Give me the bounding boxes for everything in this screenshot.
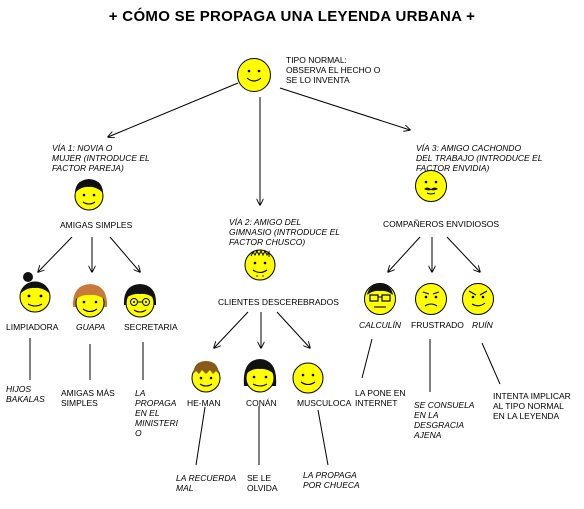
member-note: SE LE OLVIDA [247, 473, 278, 493]
line-heman-note [195, 406, 206, 466]
conan-face-icon [243, 359, 277, 393]
path3-label: VÍA 3: AMIGO CACHONDO DEL TRABAJO (INTRO… [416, 143, 543, 173]
smiley-face-icon [237, 58, 271, 92]
member-name: CALCULÍN [359, 320, 402, 330]
line-calculin-note [361, 338, 373, 379]
arrow-path3-member3 [446, 236, 480, 272]
pretty-girl-face-icon [72, 284, 108, 318]
ruin-face-icon [462, 283, 494, 315]
secretary-face-icon [123, 284, 157, 318]
member-name: MUSCULOCA [297, 398, 352, 408]
member-note: SE CONSUELA EN LA DESGRACIA AJENA [414, 400, 475, 440]
member-note: AMIGAS MÁS SIMPLES [61, 388, 115, 408]
diagram-title: + CÓMO SE PROPAGA UNA LEYENDA URBANA + [108, 8, 476, 25]
member-name: SECRETARIA [124, 322, 178, 332]
arrow-path1-member1 [38, 236, 73, 272]
member-name: HE-MAN [187, 398, 221, 408]
member-note: LA PROPAGA POR CHUECA [303, 470, 360, 490]
member-name: FRUSTRADO [411, 320, 464, 330]
arrow-path2-member3 [276, 311, 310, 348]
member-name: LIMPIADORA [6, 322, 59, 332]
path3-group: COMPAÑEROS ENVIDIOSOS [383, 219, 500, 229]
arrow-path2-member1 [214, 311, 249, 348]
calculin-face-icon [364, 283, 396, 315]
path2-label: VÍA 2: AMIGO DEL GIMNASIO (INTRODUCE EL … [229, 217, 340, 247]
member-note: INTENTA IMPLICAR AL TIPO NORMAL EN LA LE… [493, 391, 571, 421]
path1-label: VÍA 1: NOVIA O MUJER (INTRODUCE EL FACTO… [52, 143, 150, 173]
member-name: CONÁN [246, 398, 277, 408]
mustache-face-icon [415, 170, 447, 202]
member-note: LA PONE EN INTERNET [355, 388, 406, 408]
arrow-root-to-path1 [108, 82, 239, 137]
member-name: RUÍN [472, 320, 493, 330]
path1-group: AMIGAS SIMPLES [60, 220, 133, 230]
line-musculoca-note [317, 409, 329, 466]
girlfriend-face-icon [74, 179, 104, 211]
gym-friend-face-icon [244, 249, 276, 281]
root-label: TIPO NORMAL: OBSERVA EL HECHO O SE LO IN… [286, 55, 381, 85]
musculoca-face-icon [292, 362, 324, 394]
arrow-path1-member3 [109, 236, 140, 272]
arrow-root-to-path3 [279, 87, 410, 130]
arrow-path3-member1 [388, 236, 421, 272]
path2-group: CLIENTES DESCEREBRADOS [218, 297, 339, 307]
line-ruin-note [481, 342, 501, 385]
cleaner-face-icon [19, 272, 51, 313]
member-note: LA PROPAGA EN EL MINISTERI O [135, 388, 178, 438]
heman-face-icon [191, 361, 221, 393]
frustrated-face-icon [415, 283, 447, 315]
member-note: LA RECUERDA MAL [176, 473, 237, 493]
member-note: HIJOS BAKALAS [6, 384, 45, 404]
member-name: GUAPA [76, 322, 106, 332]
